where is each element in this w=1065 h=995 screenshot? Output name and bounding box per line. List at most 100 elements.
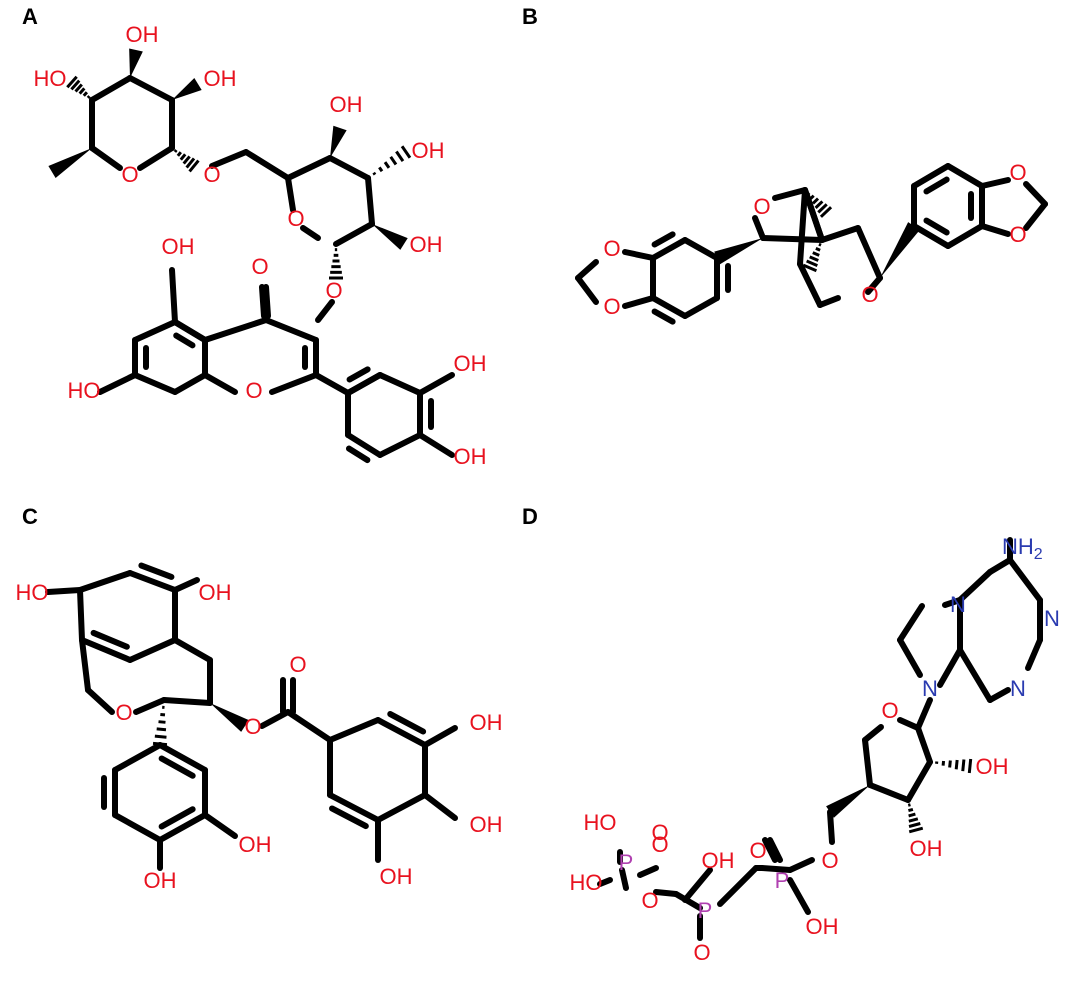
bond bbox=[650, 295, 688, 319]
bond bbox=[300, 225, 321, 241]
bond bbox=[650, 237, 688, 261]
wedge-bond bbox=[714, 238, 763, 265]
hash-bond-stroke bbox=[156, 727, 167, 732]
panel-label: C bbox=[22, 504, 38, 529]
bond bbox=[682, 867, 713, 903]
bond bbox=[867, 782, 911, 803]
bond bbox=[682, 295, 720, 319]
hash-bond-stroke bbox=[154, 734, 167, 739]
atom-label: HO bbox=[570, 870, 603, 895]
hash-bond-stroke bbox=[948, 760, 952, 768]
bond bbox=[987, 687, 1011, 703]
bond bbox=[375, 792, 428, 823]
wedge-bond bbox=[48, 148, 92, 179]
hash-bond-stroke bbox=[908, 812, 916, 818]
bond bbox=[819, 225, 861, 243]
atom-label: O bbox=[289, 652, 306, 677]
bond bbox=[622, 295, 656, 309]
bond bbox=[787, 877, 811, 915]
hash-bond-stroke bbox=[395, 150, 405, 162]
bond bbox=[915, 725, 933, 765]
hash-bond-stroke bbox=[961, 759, 966, 772]
atom-label: OH bbox=[410, 232, 443, 257]
atom-label: O bbox=[753, 194, 770, 219]
hash-bond-stroke bbox=[383, 161, 391, 169]
bond bbox=[622, 249, 656, 261]
atom-label: O bbox=[641, 888, 658, 913]
hash-bond-stroke bbox=[814, 200, 824, 209]
atom-label: O bbox=[881, 698, 898, 723]
atom-label: O bbox=[244, 714, 261, 739]
atom-label: N bbox=[1010, 676, 1026, 701]
bond bbox=[172, 637, 213, 663]
hash-bond-stroke bbox=[819, 206, 833, 218]
bond bbox=[375, 717, 428, 748]
bond bbox=[85, 687, 115, 715]
bond bbox=[865, 275, 883, 295]
atom-label: OH bbox=[330, 92, 363, 117]
bond bbox=[987, 557, 1013, 575]
atom-label: OH bbox=[454, 444, 487, 469]
bond bbox=[1007, 557, 1043, 603]
bond bbox=[417, 432, 455, 458]
bond bbox=[923, 217, 950, 236]
bond bbox=[817, 295, 841, 308]
bond bbox=[345, 445, 371, 464]
atom-label: OH bbox=[412, 138, 445, 163]
hash-bond-stroke bbox=[179, 153, 187, 161]
hash-bond-stroke bbox=[176, 151, 182, 157]
bond bbox=[259, 284, 267, 319]
bond bbox=[772, 187, 808, 201]
hash-bond-stroke bbox=[809, 194, 815, 201]
hash-bond-stroke bbox=[806, 191, 811, 196]
atom-label: OH bbox=[199, 580, 232, 605]
bond bbox=[417, 372, 455, 396]
atom-label: OH bbox=[144, 868, 177, 893]
hash-bond-stroke bbox=[908, 817, 919, 823]
hash-bond-stroke bbox=[173, 149, 178, 153]
hash-bond-stroke bbox=[158, 720, 166, 724]
atom-label: N bbox=[922, 676, 938, 701]
bond bbox=[957, 569, 993, 603]
bond bbox=[132, 319, 178, 343]
hash-bond-stroke bbox=[817, 203, 828, 214]
hash-bond-stroke bbox=[82, 91, 89, 97]
bond bbox=[209, 149, 249, 169]
atom-label: OH bbox=[470, 710, 503, 735]
bond bbox=[1023, 201, 1048, 231]
bond bbox=[202, 317, 269, 343]
bond bbox=[422, 792, 458, 821]
hash-bond-stroke bbox=[809, 255, 819, 262]
bond bbox=[619, 867, 629, 891]
atom-label: O bbox=[325, 278, 342, 303]
atom-label: O bbox=[121, 162, 138, 187]
bond bbox=[911, 163, 951, 189]
hash-bond-stroke bbox=[811, 197, 820, 205]
bond bbox=[89, 75, 133, 103]
bond bbox=[945, 223, 985, 249]
bond bbox=[377, 432, 423, 458]
atom-label: OH bbox=[454, 351, 487, 376]
bond bbox=[651, 231, 676, 248]
atom-label: N bbox=[950, 592, 966, 617]
bond bbox=[1025, 637, 1043, 671]
bond bbox=[89, 145, 123, 171]
bond bbox=[797, 261, 823, 308]
bond bbox=[77, 587, 85, 643]
bond bbox=[158, 755, 196, 779]
bond bbox=[202, 812, 238, 839]
bond bbox=[127, 570, 178, 593]
wedge-bond bbox=[880, 222, 920, 278]
bond bbox=[1023, 181, 1048, 207]
wedge-bond bbox=[129, 48, 143, 78]
bond bbox=[752, 215, 766, 241]
bond bbox=[132, 372, 178, 395]
atom-label: O bbox=[1009, 160, 1026, 185]
atom-label: HO bbox=[68, 378, 101, 403]
atom-label: N bbox=[1044, 606, 1060, 631]
bond bbox=[327, 155, 371, 181]
atom-label: P bbox=[698, 898, 713, 923]
bond bbox=[787, 857, 815, 873]
bond bbox=[158, 806, 196, 830]
bond bbox=[597, 877, 613, 887]
